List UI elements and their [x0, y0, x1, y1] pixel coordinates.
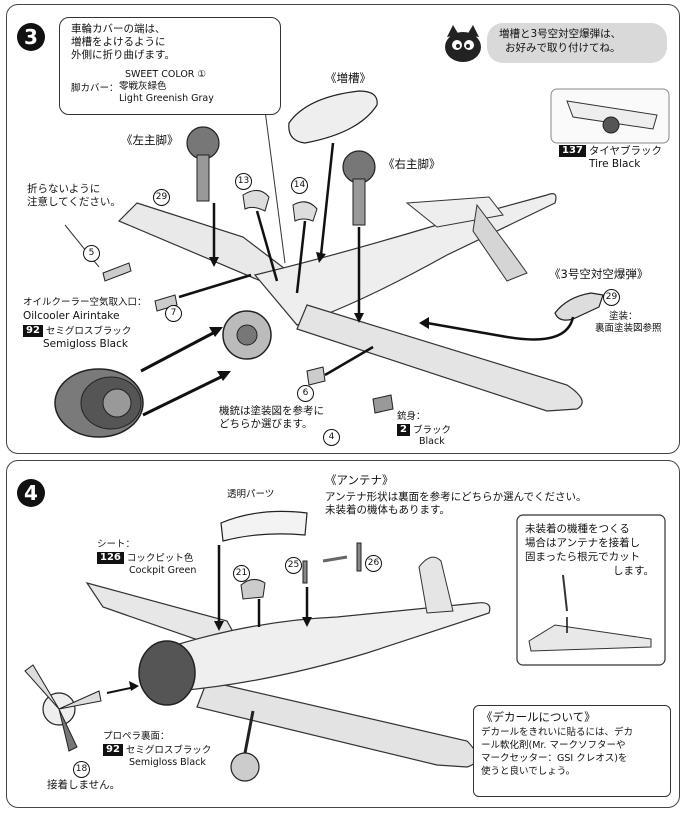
- clear-parts-label: 透明パーツ: [227, 489, 275, 500]
- cover-note-line3: 外側に折り曲げます。: [71, 49, 175, 61]
- gun-paint-en: Black: [419, 436, 445, 447]
- decal-line-2: ール軟化剤(Mr. マークソフターや: [481, 740, 626, 751]
- gun-paint-jp: ブラック: [412, 425, 451, 436]
- oilcooler-jp: オイルクーラー空気取入口：: [23, 297, 147, 308]
- seat-paint-code: 126: [97, 552, 124, 564]
- seat-label: シート：: [97, 539, 136, 550]
- prop-back-label: プロペラ裏面：: [103, 731, 170, 742]
- prop-paint-en: Semigloss Black: [129, 757, 206, 768]
- step4-panel: 4 透明パ: [6, 460, 680, 808]
- oilcooler-en: Oilcooler Airintake: [23, 310, 120, 322]
- oilcooler-paint-code: 92: [23, 325, 43, 337]
- bomb-paint-label: 塗装：: [609, 311, 638, 322]
- part-number: 25: [285, 557, 302, 574]
- decal-title: 《デカールについて》: [481, 710, 596, 724]
- decal-line-3: マークセッター：GSI クレオス)を: [481, 753, 628, 764]
- no-antenna-note-1: 未装着の機種をつくる: [525, 523, 630, 535]
- part-number: 21: [233, 565, 250, 582]
- step3-number: 3: [17, 23, 45, 51]
- careful-note-1: 折らないように: [27, 183, 101, 195]
- cover-note-line1: 車輪カバーの端は、: [71, 23, 166, 35]
- leg-cover-paint-1: SWEET COLOR ①: [125, 69, 206, 80]
- seat-paint-jp: コックピット色: [126, 553, 194, 564]
- antenna-text-2: 未装着の機体もあります。: [325, 504, 450, 516]
- step3-illustration: [54, 25, 670, 438]
- decal-line-1: デカールをきれいに貼るには、デカ: [481, 727, 634, 738]
- part-number: 6: [297, 385, 314, 402]
- leg-cover-label: 脚カバー：: [71, 83, 119, 94]
- prop-paint-jp: セミグロスブラック: [125, 745, 212, 756]
- gun-note-1: 機銃は塗装図を参考に: [219, 405, 324, 417]
- prop-paint-code: 92: [103, 744, 123, 756]
- no-antenna-note-2: 場合はアンテナを接着し: [525, 537, 641, 549]
- leg-cover-paint-3: Light Greenish Gray: [119, 93, 214, 104]
- part-number: 13: [235, 173, 252, 190]
- part-number: 18: [73, 761, 90, 778]
- oilcooler-paint-en: Semigloss Black: [43, 338, 128, 350]
- right-gear-title: 《右主脚》: [383, 157, 441, 171]
- part-number: 4: [323, 429, 340, 446]
- part-number: 29: [603, 289, 620, 306]
- left-gear-title: 《左主脚》: [121, 133, 179, 147]
- bomb-title: 《3号空対空爆弾》: [549, 267, 649, 281]
- step3-panel: 3: [6, 4, 680, 454]
- part-number: 14: [291, 177, 308, 194]
- seat-paint-en: Cockpit Green: [129, 565, 197, 576]
- tip-cloud: [487, 23, 667, 63]
- careful-note-2: 注意してください。: [27, 196, 121, 208]
- bomb-paint-text: 裏面塗装図参照: [595, 323, 662, 334]
- tip-line2: お好みで取り付けてね。: [505, 42, 621, 54]
- antenna-title: 《アンテナ》: [325, 473, 394, 487]
- part-number: 26: [365, 555, 382, 572]
- oilcooler-paint-jp: セミグロスブラック: [45, 326, 132, 337]
- tip-line1: 増槽と3号空対空爆弾は、: [499, 28, 622, 40]
- part-number: 29: [153, 189, 170, 206]
- no-antenna-note-3: 固まったら根元でカット: [525, 551, 641, 563]
- part-number: 7: [165, 305, 182, 322]
- tire-paint-jp: タイヤブラック: [588, 145, 663, 157]
- tire-paint-en: Tire Black: [589, 158, 641, 170]
- decal-box: [473, 705, 671, 797]
- gun-note-2: どちらか選びます。: [219, 418, 313, 430]
- cover-note-bubble: [59, 17, 281, 115]
- gun-paint-code: 2: [397, 424, 410, 436]
- decal-line-4: 使うと良いでしょう。: [481, 766, 576, 777]
- drop-tank-title: 《増槽》: [325, 71, 371, 85]
- step4-number: 4: [17, 479, 45, 507]
- gun-barrel-label: 銃身：: [397, 411, 426, 422]
- tire-paint-code: 137: [559, 145, 586, 157]
- no-glue-note: 接着しません。: [47, 779, 121, 791]
- antenna-text-1: アンテナ形状は裏面を参考にどちらか選んでください。: [325, 491, 587, 503]
- no-antenna-note-4: します。: [613, 565, 654, 577]
- step4-illustration: [24, 510, 666, 782]
- leg-cover-paint-2: 零戦灰緑色: [119, 81, 167, 92]
- cover-note-line2: 増槽をよけるように: [71, 36, 166, 48]
- part-number: 5: [83, 245, 100, 262]
